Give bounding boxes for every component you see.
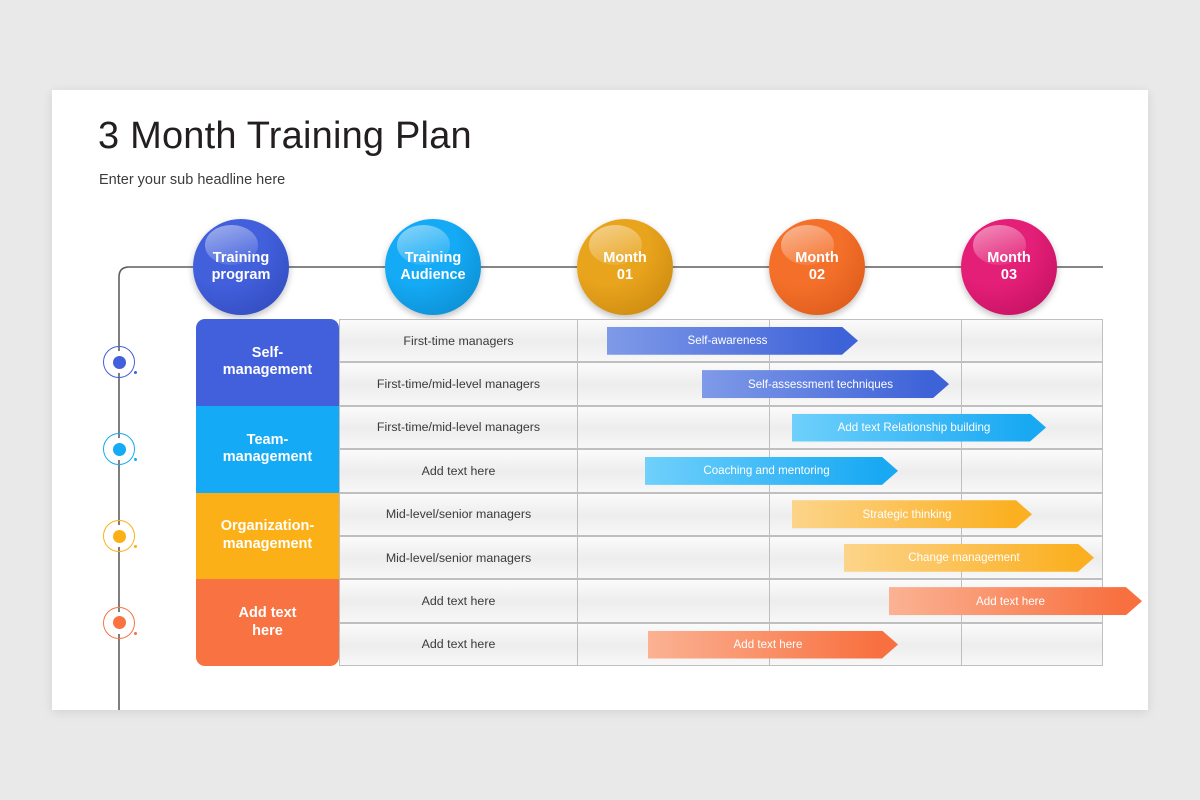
month-cell-1	[578, 492, 770, 536]
stage-label-line1: Training	[212, 249, 270, 266]
audience-cell: First-time managers	[339, 319, 578, 363]
audience-cell: First-time/mid-level managers	[339, 405, 578, 450]
slide-card: 3 Month Training Plan Enter your sub hea…	[52, 90, 1148, 710]
audience-cell: First-time/mid-level managers	[339, 362, 578, 406]
gantt-bar[interactable]: Add text Relationship building	[792, 414, 1046, 442]
marker-tick-icon	[134, 631, 137, 635]
category-label-line2: management	[222, 362, 313, 379]
category-block-team-management[interactable]: Team-management	[196, 405, 339, 493]
marker-dot-icon	[112, 355, 126, 369]
table-row: Add text here	[144, 449, 1103, 493]
gantt-bar[interactable]: Add text here	[889, 587, 1142, 615]
category-block-label: Self-management	[223, 345, 312, 380]
stage-label-line2: 01	[616, 267, 634, 283]
category-label-line2: here	[252, 622, 283, 639]
milestone-marker-self-management[interactable]	[103, 346, 137, 379]
stage-label-line2: Audience	[400, 267, 466, 283]
marker-tick-icon	[134, 545, 137, 548]
audience-cell: Add text here	[339, 622, 578, 667]
marker-dot-icon	[112, 616, 126, 630]
milestone-marker-add-text-here[interactable]	[103, 606, 137, 639]
audience-cell: Add text here	[339, 449, 578, 493]
page-title: 3 Month Training Plan	[98, 115, 472, 157]
audience-cell: Add text here	[339, 579, 578, 623]
category-block-label: Organization-management	[221, 518, 314, 553]
gantt-bar[interactable]: Self-awareness	[607, 327, 858, 355]
audience-cell: Mid-level/senior managers	[339, 492, 578, 536]
page-subtitle: Enter your sub headline here	[99, 172, 286, 188]
category-label-line1: Team-	[246, 431, 289, 448]
category-label-line1: Organization-	[220, 518, 315, 535]
table-row: Mid-level/senior managers	[144, 492, 1103, 536]
category-label-line2: management	[222, 449, 313, 466]
month-cell-1	[578, 536, 770, 580]
category-label-line1: Self-	[251, 344, 284, 361]
stage-label-line2: 02	[808, 267, 826, 283]
stage-label-line1: Month	[603, 249, 647, 266]
table-row: Mid-level/senior managers	[144, 536, 1103, 580]
milestone-marker-team-management[interactable]	[103, 433, 137, 466]
category-block-self-management[interactable]: Self-management	[196, 319, 339, 406]
stage-label-line1: Training	[404, 249, 462, 266]
marker-tick-icon	[134, 371, 137, 375]
gantt-bar[interactable]: Strategic thinking	[792, 500, 1032, 528]
marker-dot-icon	[112, 529, 126, 543]
gantt-bar[interactable]: Self-assessment techniques	[702, 370, 949, 398]
audience-cell: Mid-level/senior managers	[339, 536, 578, 580]
category-label-line2: management	[222, 535, 313, 552]
stage-label-line1: Month	[987, 249, 1031, 266]
milestone-marker-organization-management[interactable]	[103, 520, 137, 552]
gantt-bar[interactable]: Coaching and mentoring	[645, 457, 898, 485]
stage-label-line2: program	[211, 267, 271, 283]
category-label-line1: Add text	[238, 605, 297, 622]
marker-tick-icon	[134, 458, 137, 462]
month-cell-1	[578, 405, 770, 450]
month-cell-3	[962, 319, 1103, 363]
stage-label-line1: Month	[795, 249, 839, 266]
month-cell-3	[962, 362, 1103, 406]
gantt-bar[interactable]: Change management	[844, 544, 1094, 572]
month-cell-1	[578, 579, 770, 623]
month-cell-3	[962, 449, 1103, 493]
category-block-organization-management[interactable]: Organization-management	[196, 492, 339, 580]
marker-dot-icon	[112, 442, 126, 456]
gantt-bar[interactable]: Add text here	[648, 631, 898, 659]
category-block-label: Team-management	[223, 432, 312, 467]
stage-label-line2: 03	[1000, 267, 1018, 283]
month-cell-3	[962, 622, 1103, 667]
